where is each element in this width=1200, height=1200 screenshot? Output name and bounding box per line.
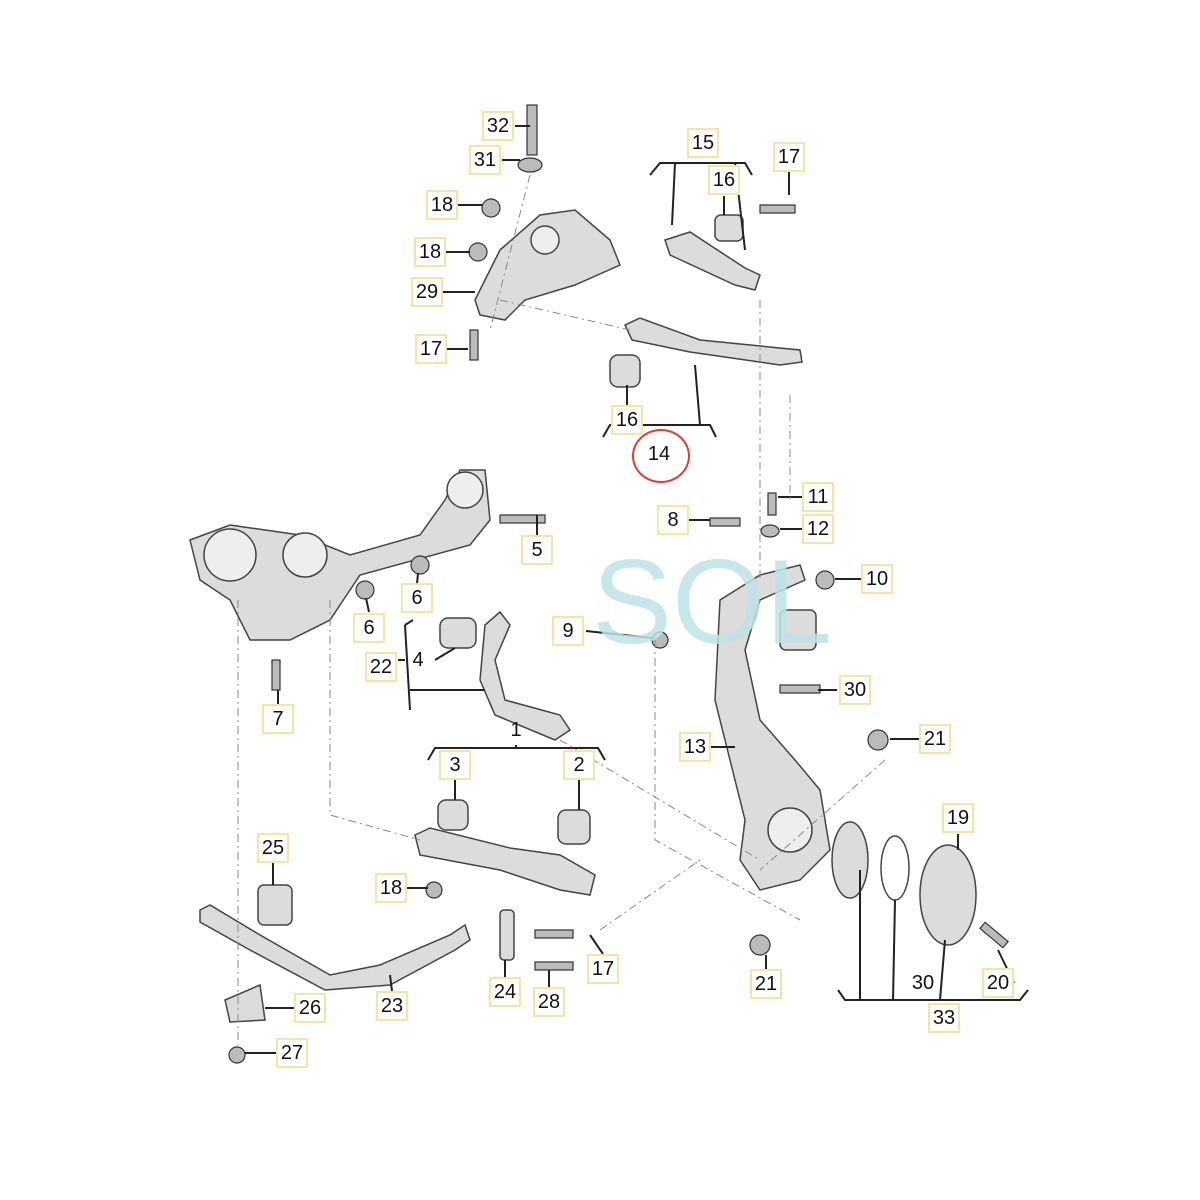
part-label-8: 8 — [657, 505, 689, 535]
part-label-20: 20 — [982, 968, 1014, 998]
part-label-10: 10 — [861, 564, 893, 594]
part-label-12: 12 — [802, 514, 834, 544]
part-label-31: 31 — [469, 145, 501, 175]
watermark: SOL — [592, 535, 833, 669]
part-label-1: 1 — [510, 718, 522, 741]
part-label-6: 6 — [353, 613, 385, 643]
highlight-circle — [632, 429, 690, 483]
part-label-14-highlighted: 14 — [647, 442, 671, 465]
part-label-2: 2 — [563, 750, 595, 780]
upper-arm-14 — [624, 317, 803, 366]
strut-mount-29 — [474, 209, 621, 321]
part-label-16: 16 — [708, 165, 740, 195]
part-label-18: 18 — [414, 237, 446, 267]
part-label-4: 4 — [412, 648, 424, 671]
part-label-28: 28 — [533, 987, 565, 1017]
part-label-27: 27 — [276, 1038, 308, 1068]
leader-lines — [245, 125, 1029, 1054]
wheel-hub-19 — [919, 844, 977, 946]
part-label-18: 18 — [375, 873, 407, 903]
steering-knuckle-13 — [714, 564, 831, 891]
upper-arm-15 — [664, 231, 761, 291]
lower-arm-22 — [479, 610, 572, 741]
part-label-5: 5 — [521, 535, 553, 565]
alignment-lines — [237, 174, 886, 1045]
part-label-24: 24 — [489, 977, 521, 1007]
part-label-30: 30 — [911, 971, 935, 994]
part-label-25: 25 — [257, 833, 289, 863]
part-label-21: 21 — [919, 724, 951, 754]
part-label-21: 21 — [750, 969, 782, 999]
part-label-3: 3 — [439, 750, 471, 780]
part-label-15: 15 — [687, 128, 719, 158]
part-label-11: 11 — [802, 482, 834, 512]
part-label-6: 6 — [401, 583, 433, 613]
stabilizer-bar-23 — [199, 904, 471, 991]
part-label-26: 26 — [294, 993, 326, 1023]
part-label-7: 7 — [262, 704, 294, 734]
subframe — [189, 469, 491, 641]
part-label-18: 18 — [426, 190, 458, 220]
part-label-17: 17 — [587, 954, 619, 984]
part-label-16: 16 — [611, 405, 643, 435]
part-label-13: 13 — [679, 732, 711, 762]
part-label-19: 19 — [942, 803, 974, 833]
part-label-17: 17 — [773, 142, 805, 172]
lower-arm-1 — [414, 827, 596, 896]
wheel-bearing — [831, 821, 869, 899]
part-label-30: 30 — [839, 675, 871, 705]
part-label-22: 22 — [365, 652, 397, 682]
part-label-9: 9 — [552, 616, 584, 646]
part-label-29: 29 — [411, 277, 443, 307]
part-label-33: 33 — [928, 1003, 960, 1033]
o-ring — [880, 835, 910, 901]
part-label-32: 32 — [482, 111, 514, 141]
part-label-17: 17 — [415, 334, 447, 364]
part-label-23: 23 — [376, 991, 408, 1021]
